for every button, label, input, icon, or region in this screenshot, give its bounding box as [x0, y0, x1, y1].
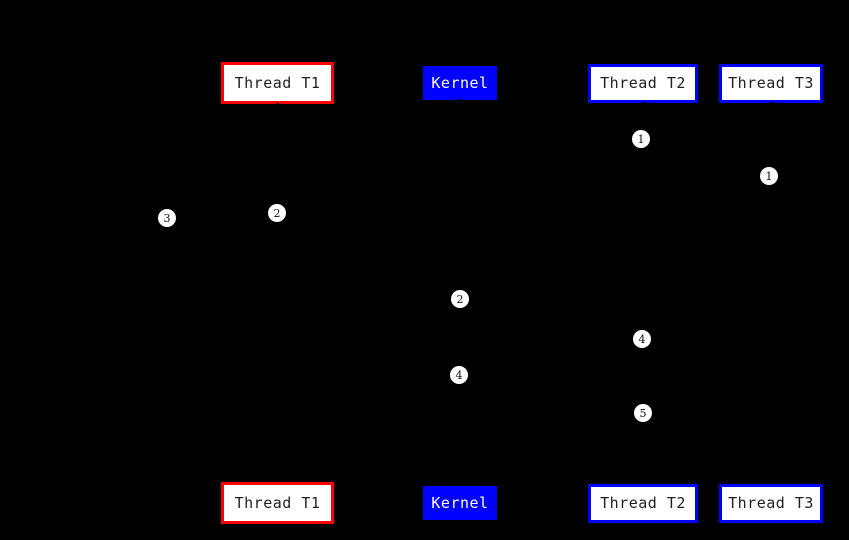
message-arrowhead-4 [460, 387, 467, 395]
step-badge-number: 5 [639, 406, 647, 420]
lifeline-thread-t3 [771, 103, 772, 484]
message-line-3 [460, 315, 643, 316]
lifeline-stub-t1-footer [276, 479, 279, 483]
lifeline-stub-t3-header [770, 102, 773, 106]
lifeline-stub-t1-header [276, 103, 279, 107]
participant-thread-t3-header[interactable]: Thread T3 [719, 64, 823, 103]
message-arrowhead-2 [453, 225, 460, 233]
participant-thread-t2-footer[interactable]: Thread T2 [588, 484, 698, 523]
participant-thread-t1-footer[interactable]: Thread T1 [221, 482, 334, 524]
participant-label-thread-t2-header: Thread T2 [600, 74, 686, 92]
message-arrowhead-5 [636, 425, 643, 433]
participant-thread-t3-footer[interactable]: Thread T3 [719, 484, 823, 523]
step-badge: 1 [632, 130, 650, 148]
step-badge: 4 [633, 330, 651, 348]
participant-label-thread-t1-footer: Thread T1 [234, 493, 321, 512]
step-badge-number: 4 [455, 368, 463, 382]
lifeline-stub-kernel-header [459, 99, 462, 103]
participant-kernel-header[interactable]: Kernel [423, 66, 497, 100]
participant-label-thread-t2-footer: Thread T2 [600, 494, 686, 512]
participant-thread-t2-header[interactable]: Thread T2 [588, 64, 698, 103]
message-arrowhead-3 [636, 311, 643, 319]
lifeline-stub-t2-footer [642, 481, 645, 485]
step-badge: 2 [451, 290, 469, 308]
lifeline-thread-t2 [643, 103, 644, 484]
participant-label-kernel-header: Kernel [431, 73, 489, 92]
step-badge: 3 [158, 209, 176, 227]
message-arrowhead-1 [764, 151, 771, 159]
step-badge: 5 [634, 404, 652, 422]
message-line-2 [277, 229, 460, 230]
step-badge-number: 2 [456, 292, 464, 306]
step-badge: 2 [268, 204, 286, 222]
step-badge-number: 4 [638, 332, 646, 346]
participant-label-thread-t1-header: Thread T1 [234, 73, 321, 92]
step-badge: 4 [450, 366, 468, 384]
message-line-5 [460, 429, 643, 430]
message-line-1 [643, 155, 771, 156]
participant-label-thread-t3-header: Thread T3 [728, 74, 814, 92]
step-badge-number: 1 [637, 132, 645, 146]
participant-thread-t1-header[interactable]: Thread T1 [221, 62, 334, 104]
lifeline-stub-t3-footer [770, 481, 773, 485]
participant-label-thread-t3-footer: Thread T3 [728, 494, 814, 512]
step-badge-number: 2 [273, 206, 281, 220]
participant-kernel-footer[interactable]: Kernel [423, 486, 497, 520]
lifeline-stub-kernel-footer [459, 483, 462, 487]
step-badge: 1 [760, 167, 778, 185]
participant-label-kernel-footer: Kernel [431, 493, 489, 512]
step-badge-number: 3 [163, 211, 171, 225]
step-badge-number: 1 [765, 169, 773, 183]
lifeline-stub-t2-header [642, 102, 645, 106]
message-line-4 [460, 391, 643, 392]
lifeline-thread-t1 [277, 104, 278, 482]
